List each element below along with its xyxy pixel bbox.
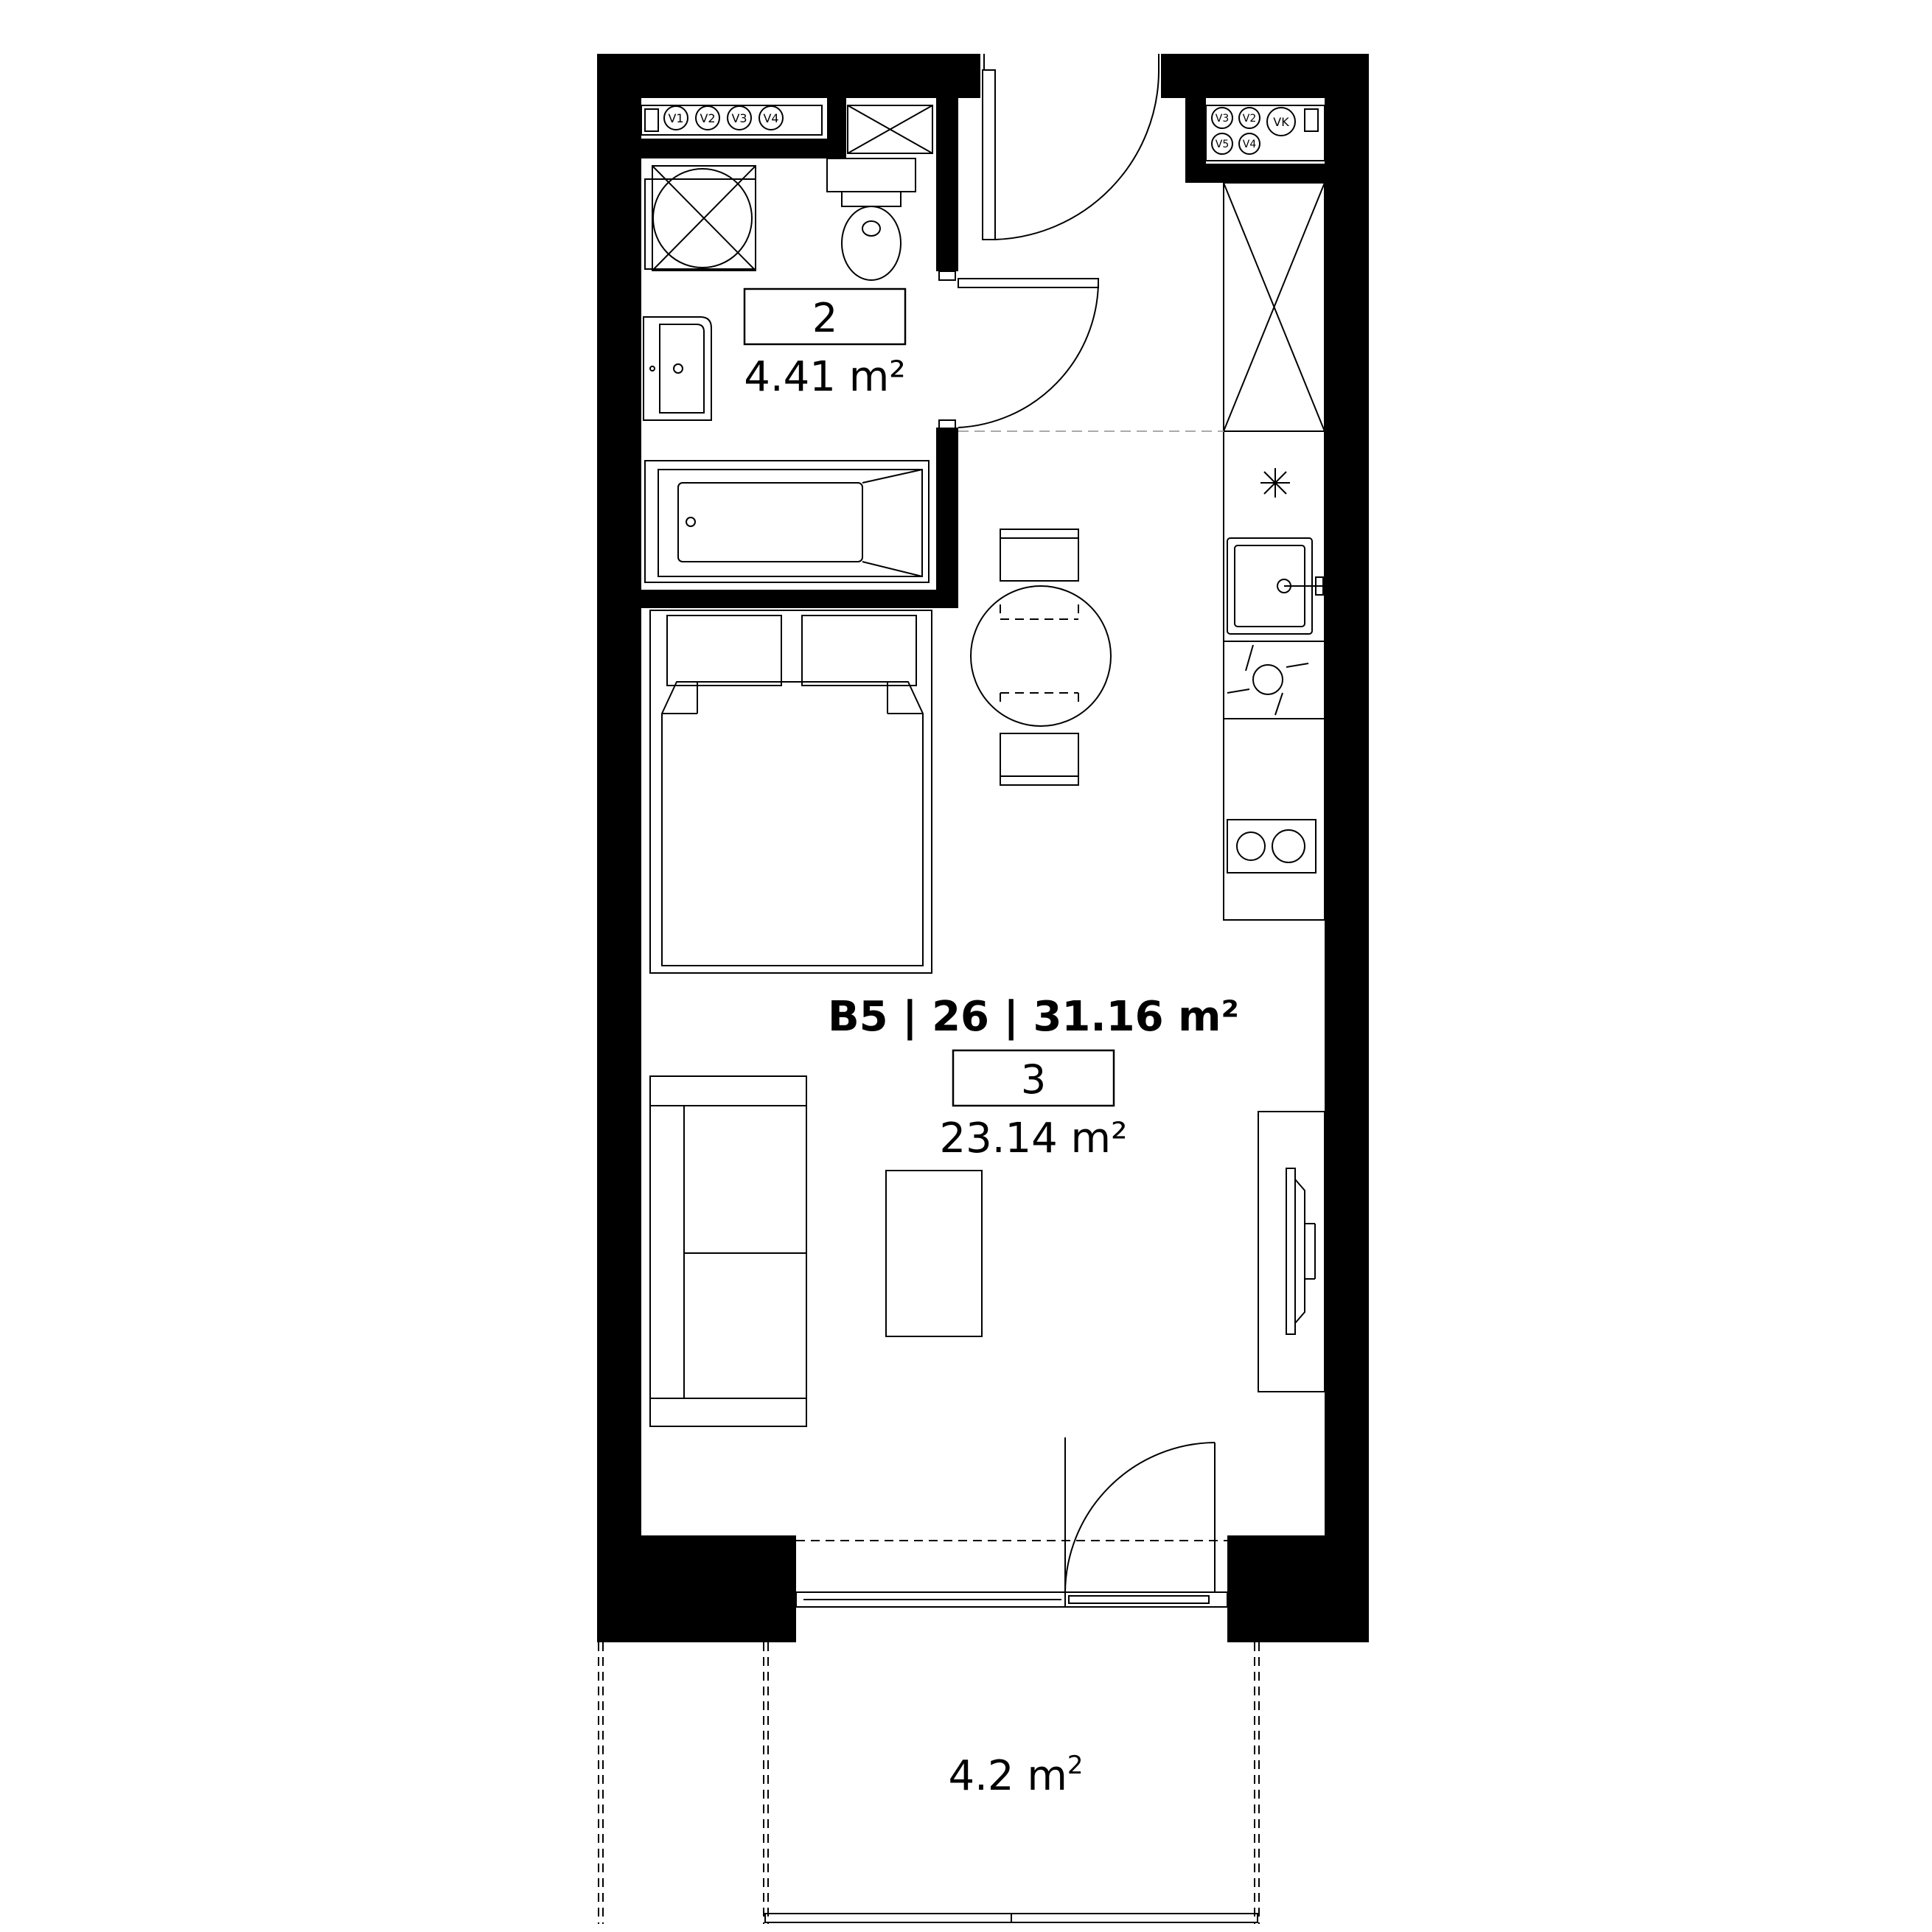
tv-unit-icon (1258, 1111, 1325, 1392)
svg-text:VK: VK (1273, 115, 1289, 129)
washbasin-icon (643, 316, 712, 421)
sofa-icon (649, 1075, 807, 1427)
vent-v4-right-icon: V4 (1238, 133, 1260, 155)
svg-text:V3: V3 (731, 111, 747, 125)
vent-shaft-right: V3 V2 VK V5 V4 (1205, 105, 1325, 161)
svg-text:V3: V3 (1216, 113, 1229, 125)
room-3-number: 3 (1021, 1056, 1046, 1103)
vent-v4-icon: V4 (758, 105, 784, 130)
walls (597, 54, 1369, 1642)
vent-shaft-left: V1 V2 V3 V4 (641, 105, 933, 154)
cooktop-icon (1227, 819, 1317, 873)
entrance-door (982, 54, 1159, 240)
fridge-icon (1260, 468, 1290, 498)
svg-text:V4: V4 (763, 111, 778, 125)
vent-v2-right-icon: V2 (1238, 107, 1260, 129)
coffee-table-icon (885, 1170, 983, 1337)
vent-v5-right-icon: V5 (1211, 133, 1233, 155)
vent-vk-icon: VK (1266, 107, 1296, 136)
vent-v2-icon: V2 (695, 105, 720, 130)
balcony-window (795, 1437, 1228, 1608)
toilet-icon (826, 158, 916, 281)
room-2-number: 2 (812, 295, 837, 341)
svg-text:V2: V2 (700, 111, 715, 125)
vent-v3-icon: V3 (727, 105, 752, 130)
room-2-area: 4.41 m² (744, 353, 906, 401)
balcony-area: 4.2 m2 (948, 1751, 1083, 1800)
washing-machine-icon (644, 165, 756, 271)
room-2-label: 2 4.41 m² (743, 287, 907, 401)
kitchen-counter (958, 182, 1325, 921)
svg-text:V1: V1 (668, 111, 683, 125)
dishwasher-icon (1227, 644, 1309, 716)
balcony (598, 1642, 1260, 1924)
unit-summary-label: B5 | 26 | 31.16 m² (828, 993, 1239, 1041)
room-3-label: 3 23.14 m² (939, 1049, 1128, 1162)
svg-text:V4: V4 (1243, 139, 1257, 150)
room-3-area: 23.14 m² (939, 1115, 1127, 1162)
vent-v3-right-icon: V3 (1211, 107, 1233, 129)
svg-text:V2: V2 (1243, 113, 1256, 125)
svg-text:V5: V5 (1216, 139, 1229, 150)
bathtub-icon (644, 460, 930, 583)
dining-table-icon (970, 529, 1112, 786)
vent-v1-icon: V1 (663, 105, 688, 130)
kitchen-sink-icon (1227, 537, 1324, 635)
bathroom-door (938, 271, 1099, 430)
bed-icon (649, 610, 932, 974)
